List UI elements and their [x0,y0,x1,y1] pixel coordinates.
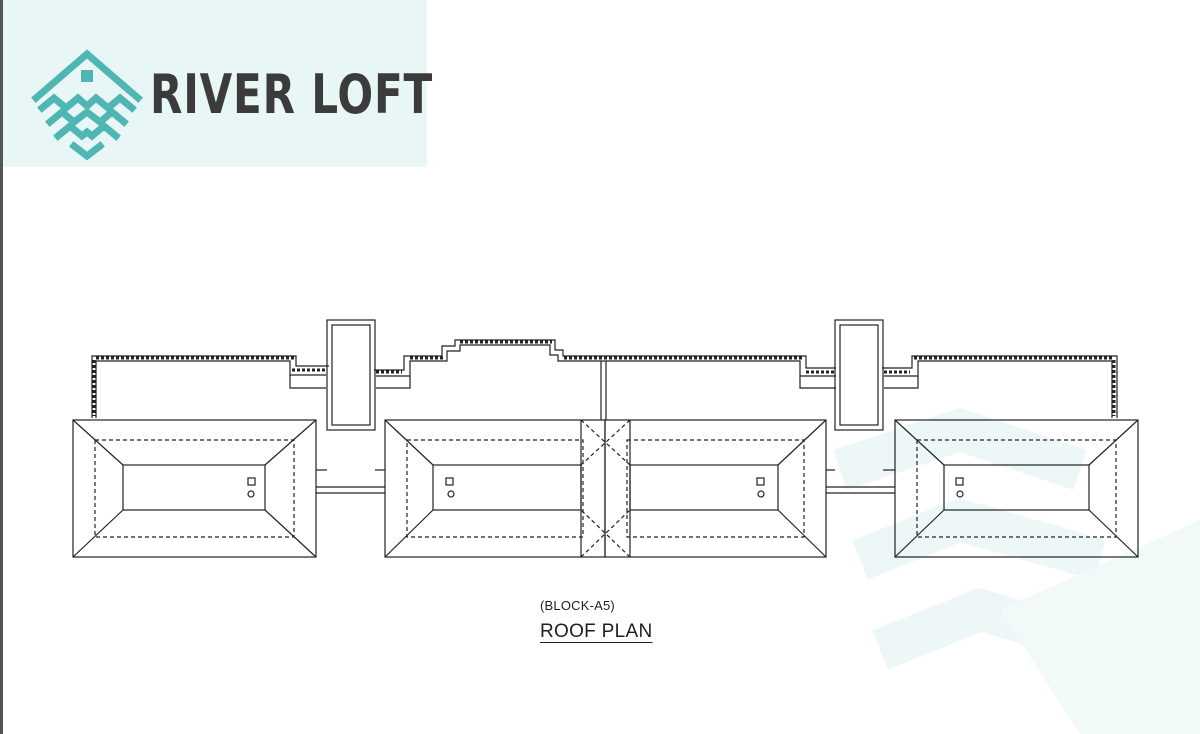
hip-roof-3 [580,419,827,558]
stair-core-right [834,319,884,431]
hip-roof-1 [72,419,317,558]
page-left-border [0,0,3,734]
parapet-outline [91,339,1118,418]
river-diamond-logo-icon [31,49,143,160]
drawing-title: ROOF PLAN [540,621,653,642]
hip-roof-4 [894,419,1139,558]
hip-roof-2 [384,419,631,558]
block-label: (BLOCK-A5) [540,598,615,613]
brand-name: RIVER LOFT [150,63,434,126]
stair-core-left [326,319,376,431]
logo-panel [3,0,427,167]
